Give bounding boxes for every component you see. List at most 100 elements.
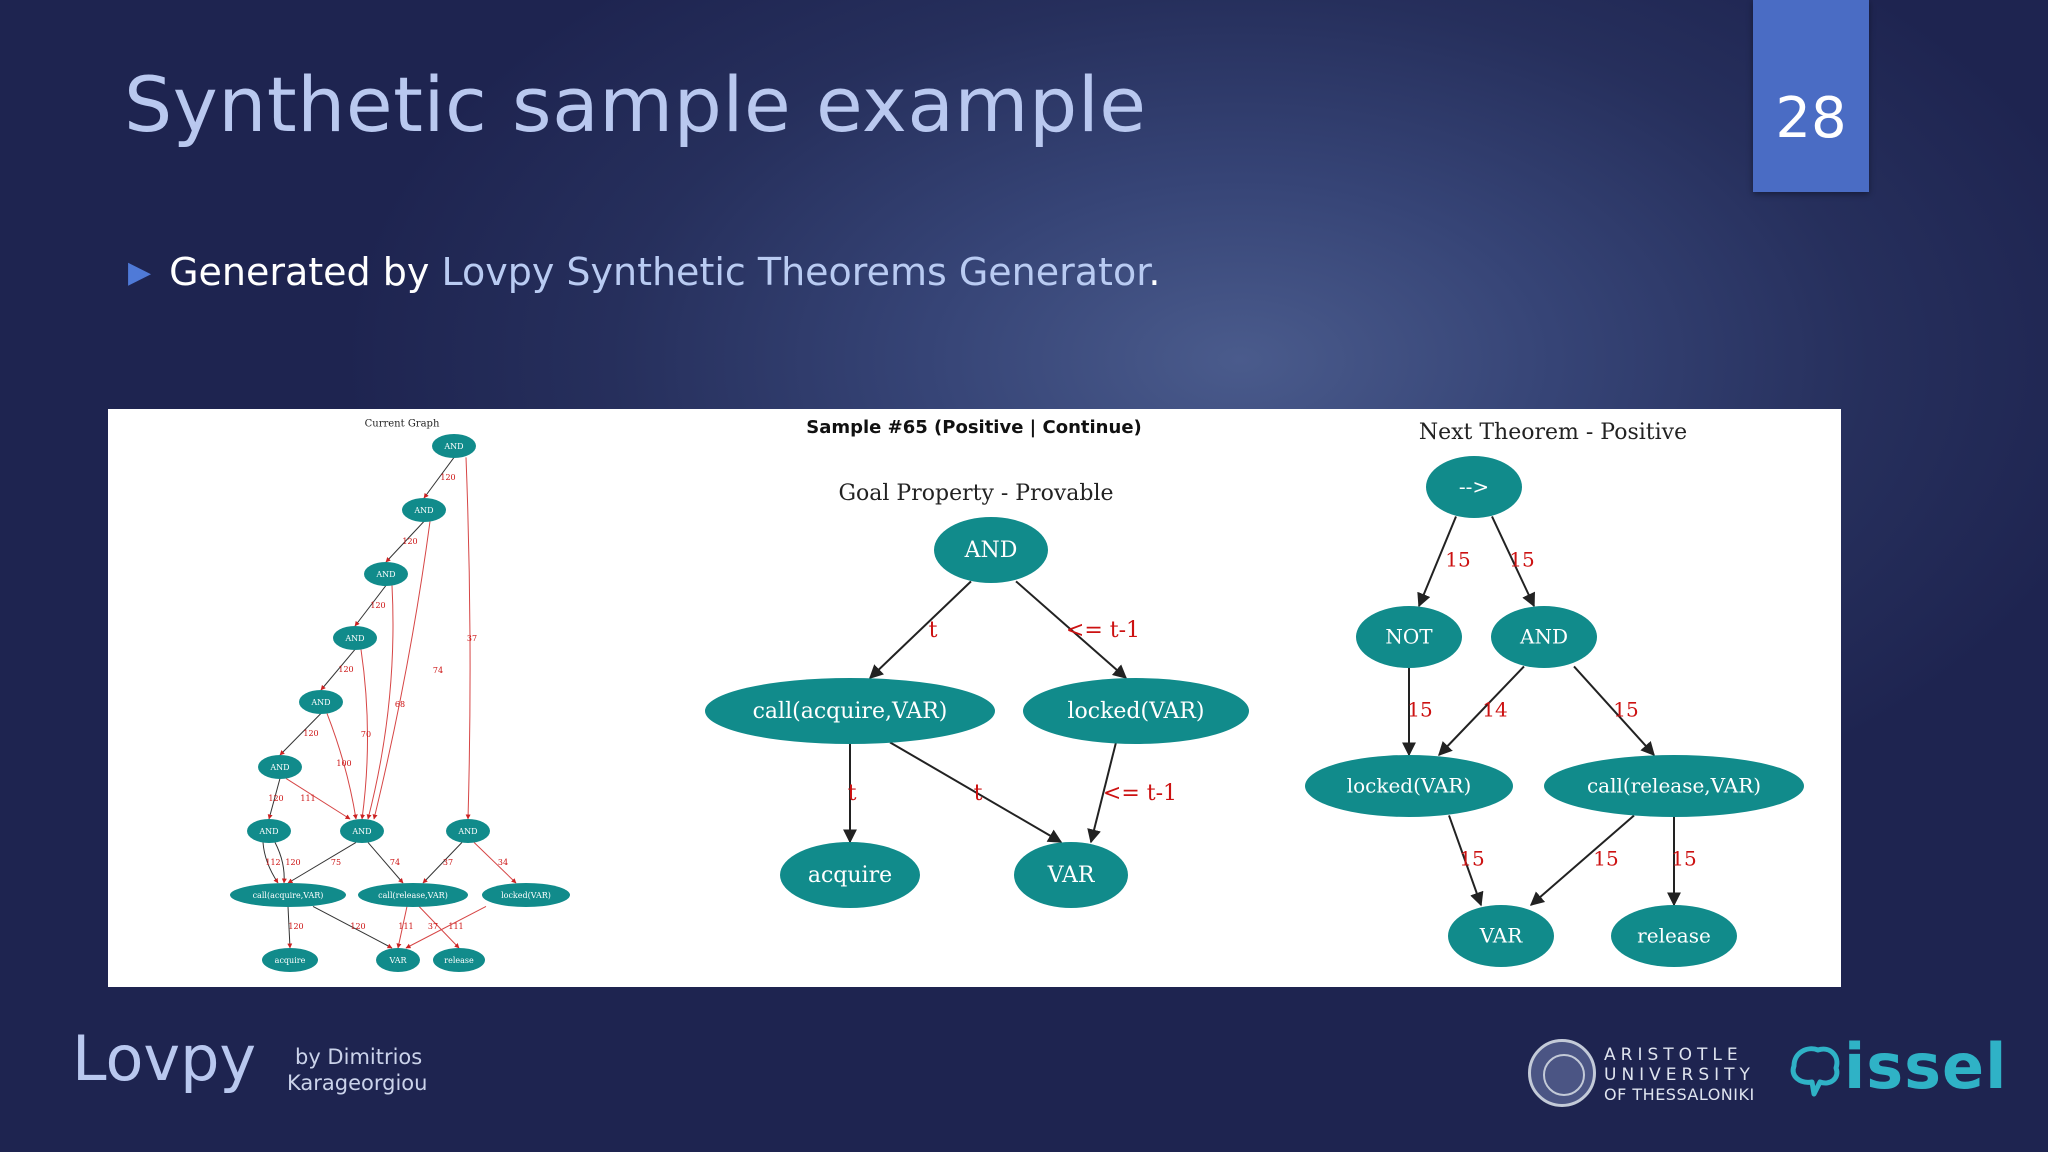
university-line-2: UNIVERSITY — [1604, 1065, 1755, 1085]
next-edge-label: 15 — [1593, 847, 1618, 871]
current-graph-node-label: AND — [375, 570, 395, 579]
current-graph-edge-label: 120 — [350, 922, 365, 931]
current-graph-edge-label: 70 — [361, 730, 371, 739]
current-graph-node — [262, 948, 318, 972]
current-graph-edge — [274, 842, 287, 884]
next-edge-label: 15 — [1459, 847, 1484, 871]
current-graph-edge — [385, 521, 425, 563]
bullet-arrow-icon: ▶ — [128, 255, 152, 290]
university-seal-icon — [1528, 1039, 1596, 1107]
current-graph-edge — [418, 906, 460, 949]
goal-edge — [1087, 742, 1117, 844]
current-graph-edge-label: 37 — [443, 858, 453, 867]
brand-name: Lovpy — [72, 1022, 257, 1095]
university-line-3: OF THESSALONIKI — [1604, 1085, 1755, 1104]
goal-edge — [889, 741, 1063, 843]
goal-node-label: call(acquire,VAR) — [753, 699, 948, 724]
current-graph-edge — [320, 649, 356, 691]
current-graph-node — [364, 562, 408, 586]
bullet-item: ▶Generated by Lovpy Synthetic Theorems G… — [128, 250, 1160, 294]
goal-node — [1014, 842, 1128, 908]
next-node-label: --> — [1459, 475, 1489, 499]
current-graph-edge — [405, 905, 487, 949]
next-title: Next Theorem - Positive — [1419, 420, 1687, 445]
current-graph-edge-label: 120 — [440, 473, 455, 482]
next-node — [1611, 905, 1737, 967]
goal-node — [1023, 678, 1249, 744]
current-graph-edge — [285, 777, 351, 820]
next-edge-label: 15 — [1407, 698, 1432, 722]
page-number-badge: 28 — [1753, 0, 1869, 192]
next-edge-label: 15 — [1613, 698, 1638, 722]
university-name: ARISTOTLE UNIVERSITY OF THESSALONIKI — [1604, 1045, 1755, 1105]
current-graph-edge-label: 75 — [331, 858, 341, 867]
goal-edge-label: t — [848, 781, 857, 806]
current-graph-node-label: AND — [443, 442, 463, 451]
current-graph-edge — [287, 906, 293, 949]
current-graph-node-label: acquire — [275, 956, 306, 965]
current-graph-node — [340, 819, 384, 843]
next-edge-label: 15 — [1509, 548, 1534, 572]
current-graph-node-label: AND — [457, 827, 477, 836]
current-graph-node-label: AND — [413, 506, 433, 515]
goal-node — [780, 842, 920, 908]
current-graph-edge — [473, 842, 517, 884]
current-graph-node — [333, 626, 377, 650]
lab-name: issel — [1844, 1030, 2008, 1103]
university-line-1: ARISTOTLE — [1604, 1045, 1743, 1065]
author-line-2: Karageorgiou — [287, 1071, 428, 1095]
current-graph-edge — [279, 713, 322, 756]
current-graph-edge — [312, 905, 393, 949]
graph-diagrams: Sample #65 (Positive | Continue) Goal Pro… — [108, 409, 1841, 987]
goal-node — [705, 678, 995, 744]
current-graph-edge — [354, 585, 387, 627]
current-graph-edge-label: 120 — [370, 601, 385, 610]
issel-bubble-icon — [1790, 1046, 1840, 1097]
next-edge — [1491, 516, 1535, 608]
next-edge — [1417, 516, 1457, 608]
current-graph-edge — [396, 906, 408, 949]
current-graph-edge-label: 100 — [336, 759, 351, 768]
next-edge — [1573, 665, 1655, 757]
current-graph-node — [432, 434, 476, 458]
current-graph-node-label: AND — [344, 634, 364, 643]
goal-edge — [1015, 580, 1128, 679]
goal-node-label: AND — [964, 538, 1018, 563]
author: by Dimitrios Karageorgiou — [287, 1044, 427, 1096]
current-graph-node — [482, 883, 570, 907]
goal-node-label: acquire — [808, 863, 892, 888]
current-graph-edge — [262, 842, 279, 884]
university-logo: ARISTOTLE UNIVERSITY OF THESSALONIKI — [1528, 1037, 1758, 1113]
current-graph-node — [258, 755, 302, 779]
next-node-label: VAR — [1479, 924, 1524, 948]
goal-edge-label: t — [974, 781, 983, 806]
current-graph-edge-label: 120 — [303, 729, 318, 738]
current-graph-node-label: call(release,VAR) — [378, 891, 448, 900]
goal-edge-label: <= t-1 — [1103, 781, 1177, 806]
goal-edge-label: <= t-1 — [1066, 618, 1140, 643]
current-graph-edge — [423, 457, 455, 499]
current-graph-edge — [422, 842, 463, 884]
figure-main-title: Sample #65 (Positive | Continue) — [806, 417, 1142, 438]
page-number: 28 — [1775, 86, 1847, 151]
next-node — [1305, 755, 1513, 817]
goal-title: Goal Property - Provable — [838, 481, 1113, 506]
sample-figure: Sample #65 (Positive | Continue) Goal Pro… — [108, 409, 1841, 987]
goal-node — [934, 517, 1048, 583]
current-graph-node — [446, 819, 490, 843]
current-graph-edge — [360, 649, 368, 820]
issel-logo: issel — [1788, 1030, 2006, 1104]
next-edge-label: 15 — [1445, 548, 1470, 572]
next-node-label: AND — [1519, 625, 1568, 649]
next-edge — [1448, 815, 1484, 907]
goal-node-label: locked(VAR) — [1067, 699, 1204, 724]
current-graph-edge-label: 68 — [395, 700, 405, 709]
current-graph-edge-label: 74 — [390, 858, 400, 867]
current-graph-node — [433, 948, 485, 972]
current-graph-edge-label: 37 — [467, 634, 477, 643]
goal-node-label: VAR — [1047, 863, 1096, 888]
current-graph-node-label: release — [444, 956, 474, 965]
next-node — [1448, 905, 1554, 967]
current-graph-edge — [372, 521, 431, 820]
current-graph-edge — [287, 841, 357, 884]
